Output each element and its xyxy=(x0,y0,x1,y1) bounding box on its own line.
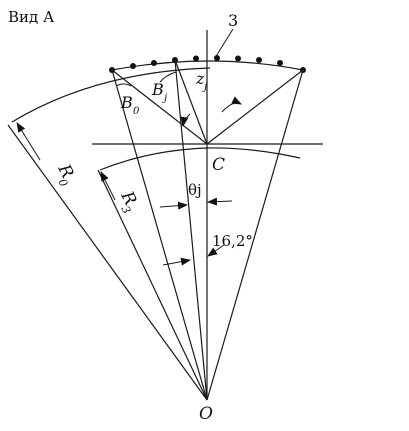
contact-point xyxy=(277,60,283,66)
theta-j-arrow-right xyxy=(207,197,233,206)
theta-j-label: θj xyxy=(188,181,202,199)
r-0-label: R 0 xyxy=(53,160,77,189)
ray-o-bj xyxy=(174,59,208,401)
point-c-label: C xyxy=(212,155,225,175)
b-0-label: B 0 xyxy=(120,93,140,117)
r-3-label: R 3 xyxy=(116,187,140,216)
view-title: Вид А xyxy=(8,8,55,26)
b-0-letter: B xyxy=(120,93,133,112)
contact-point xyxy=(193,55,199,62)
angle-16-arrow-left xyxy=(162,257,191,266)
b-0-subscript: 0 xyxy=(133,106,140,117)
middle-arc-r3 xyxy=(99,147,301,171)
contact-point xyxy=(235,55,241,62)
b0-arc xyxy=(115,83,132,87)
zj-arc-arrow-left xyxy=(180,113,191,127)
r-0-subscript: 0 xyxy=(55,177,70,189)
callout-3-label: 3 xyxy=(228,11,238,30)
z-j-letter: z xyxy=(195,69,205,88)
angle-16-arrow-right xyxy=(207,244,225,257)
z-j-label: z j xyxy=(195,69,207,93)
b-j-subscript: j xyxy=(162,93,167,104)
bj-arc xyxy=(159,71,177,83)
r0-arrow xyxy=(16,122,41,161)
contact-point xyxy=(151,60,157,66)
line-c-to-bj xyxy=(174,59,208,145)
line-c-to-right xyxy=(206,69,304,145)
angle-16-label: 16,2° xyxy=(212,232,253,250)
outer-arc-r0 xyxy=(11,67,211,123)
z-j-subscript: j xyxy=(202,82,207,93)
ray-o-r3 xyxy=(97,169,208,401)
contact-point xyxy=(130,63,136,69)
callout-3-leader xyxy=(214,28,234,59)
r3-arrow xyxy=(100,171,116,201)
contact-point xyxy=(256,57,262,63)
contact-point xyxy=(214,55,220,61)
point-o-label: O xyxy=(199,404,213,424)
r-3-subscript: 3 xyxy=(118,204,133,216)
zj-arc-arrow xyxy=(221,96,242,113)
ray-o-left xyxy=(111,69,208,401)
line-c-to-left xyxy=(111,69,208,145)
contact-points xyxy=(109,55,306,73)
ray-o-outer-left xyxy=(7,124,208,401)
b-j-label: B j xyxy=(151,80,167,104)
ray-o-right xyxy=(206,69,304,401)
b-j-letter: B xyxy=(151,80,164,99)
theta-j-arrow-left xyxy=(159,201,188,210)
